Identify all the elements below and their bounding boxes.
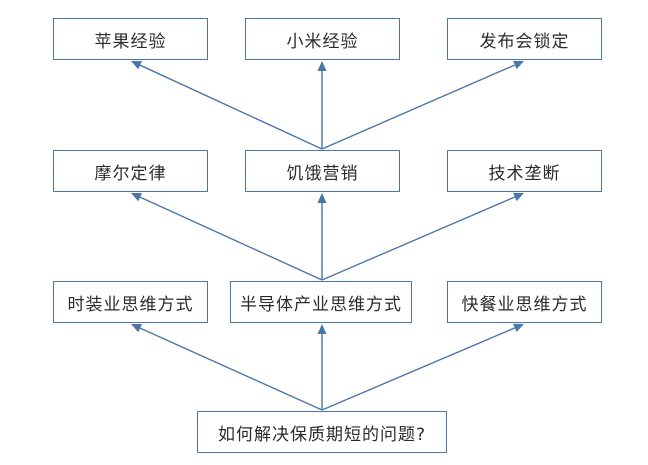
arrow-question-to-fashion <box>131 324 323 411</box>
node-semiconductor-thinking: 半导体产业思维方式 <box>230 281 412 323</box>
arrow-question-to-semiconductor-head <box>317 324 327 334</box>
arrow-semiconductor-to-hunger-head <box>317 193 327 203</box>
node-fashion-thinking: 时装业思维方式 <box>53 281 208 323</box>
node-fastfood-thinking: 快餐业思维方式 <box>447 281 602 323</box>
arrow-semiconductor-to-hunger <box>317 193 327 280</box>
arrow-hunger-to-launch-head <box>513 60 524 70</box>
arrow-semiconductor-to-moore <box>131 193 323 281</box>
arrow-semiconductor-to-monopoly-head <box>513 192 524 202</box>
arrow-semiconductor-to-moore-line <box>139 196 323 281</box>
arrow-hunger-to-launch <box>321 60 524 150</box>
node-apple-experience: 苹果经验 <box>53 18 208 60</box>
arrow-semiconductor-to-monopoly <box>321 192 524 281</box>
arrow-question-to-fashion-head <box>131 324 142 333</box>
arrow-hunger-to-apple <box>131 61 323 150</box>
node-launch-event-lock: 发布会锁定 <box>447 18 602 60</box>
arrow-hunger-to-xiaomi <box>317 61 327 149</box>
node-question: 如何解决保质期短的问题? <box>197 411 447 453</box>
arrow-question-to-fastfood-head <box>513 323 524 333</box>
arrow-hunger-to-apple-head <box>131 61 142 70</box>
node-hunger-marketing: 饥饿营销 <box>245 150 400 192</box>
arrow-hunger-to-xiaomi-head <box>317 61 327 71</box>
node-moores-law: 摩尔定律 <box>53 150 208 192</box>
node-xiaomi-experience: 小米经验 <box>245 18 400 60</box>
arrow-question-to-fastfood <box>321 323 524 411</box>
arrow-hunger-to-apple-line <box>139 64 323 150</box>
arrow-semiconductor-to-moore-head <box>131 193 142 202</box>
node-technology-monopoly: 技术垄断 <box>447 150 602 192</box>
arrow-semiconductor-to-monopoly-line <box>321 196 516 281</box>
arrow-question-to-fastfood-line <box>321 327 516 411</box>
arrow-hunger-to-launch-line <box>321 64 516 150</box>
arrow-question-to-semiconductor <box>317 324 327 410</box>
arrow-question-to-fashion-line <box>139 327 323 411</box>
